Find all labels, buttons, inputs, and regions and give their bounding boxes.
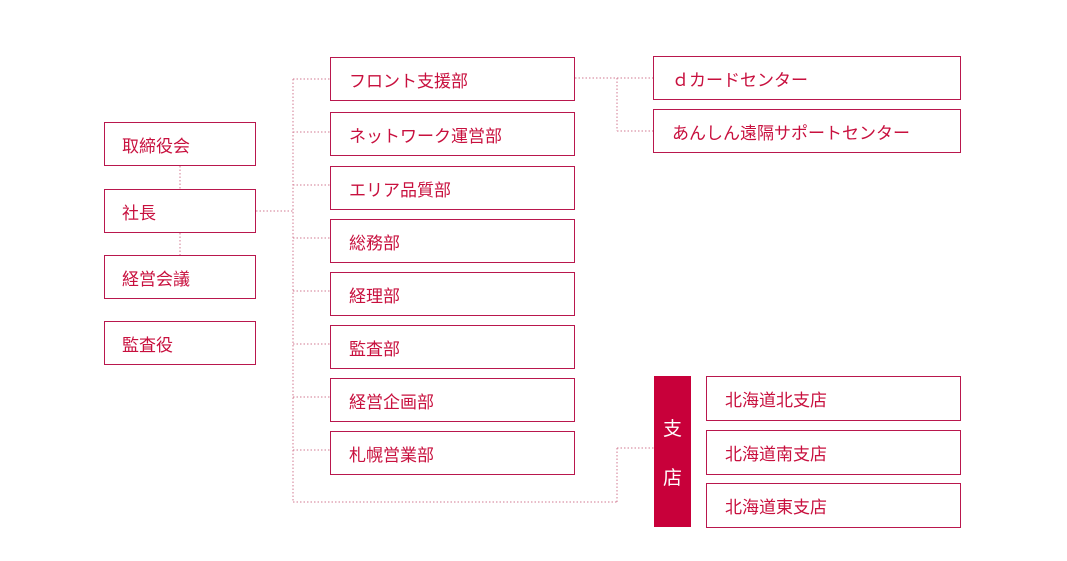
department-box: ネットワーク運営部 — [330, 112, 575, 156]
board-of-directors-box: 取締役会 — [104, 122, 256, 166]
department-label: 札幌営業部 — [349, 445, 434, 466]
department-label: フロント支援部 — [349, 71, 468, 92]
department-label: エリア品質部 — [349, 180, 451, 201]
department-label: 経営企画部 — [349, 392, 434, 413]
branch-box: 北海道北支店 — [706, 376, 961, 421]
department-label: 経理部 — [349, 286, 400, 307]
branch-label: 北海道東支店 — [725, 498, 827, 518]
president-label: 社長 — [122, 203, 156, 224]
department-box: 経理部 — [330, 272, 575, 316]
management-meeting-box: 経営会議 — [104, 255, 256, 299]
branch-group-label-top: 支 — [662, 417, 682, 440]
branch-label: 北海道南支店 — [725, 445, 827, 465]
center-box: あんしん遠隔サポートセンター — [653, 109, 961, 153]
president-box: 社長 — [104, 189, 256, 233]
center-box: ｄカードセンター — [653, 56, 961, 100]
department-box: 経営企画部 — [330, 378, 575, 422]
center-label: ｄカードセンター — [672, 70, 808, 91]
auditor-label: 監査役 — [122, 335, 173, 356]
department-label: ネットワーク運営部 — [349, 126, 502, 147]
department-box: 監査部 — [330, 325, 575, 369]
department-label: 総務部 — [349, 233, 400, 254]
department-box: フロント支援部 — [330, 57, 575, 101]
board-of-directors-label: 取締役会 — [122, 136, 190, 157]
department-box: 札幌営業部 — [330, 431, 575, 475]
center-label: あんしん遠隔サポートセンター — [672, 123, 910, 144]
department-box: エリア品質部 — [330, 166, 575, 210]
branch-box: 北海道東支店 — [706, 483, 961, 528]
department-box: 総務部 — [330, 219, 575, 263]
auditor-box: 監査役 — [104, 321, 256, 365]
management-meeting-label: 経営会議 — [122, 269, 190, 290]
department-label: 監査部 — [349, 339, 400, 360]
branch-box: 北海道南支店 — [706, 430, 961, 475]
branch-group-bar: 支 店 — [654, 376, 691, 527]
branch-label: 北海道北支店 — [725, 391, 827, 411]
branch-group-label-bottom: 店 — [662, 466, 682, 489]
